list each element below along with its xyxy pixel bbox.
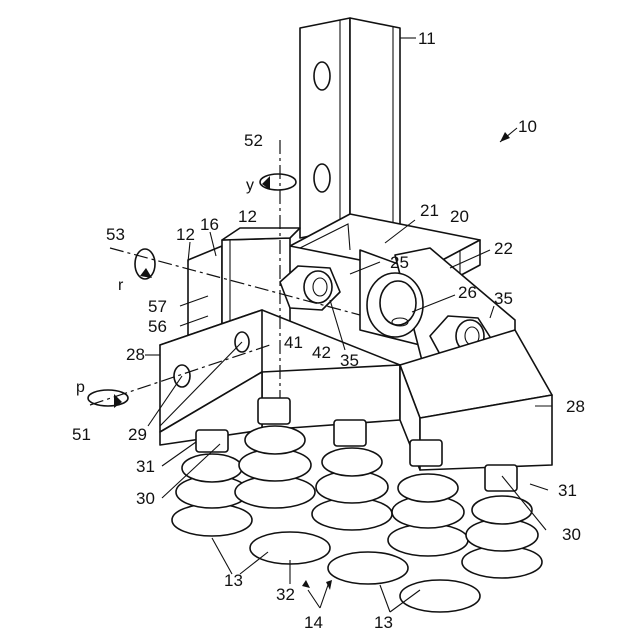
label-31-right: 31 xyxy=(558,481,577,500)
label-22: 22 xyxy=(494,239,513,258)
label-10: 10 xyxy=(518,117,537,136)
label-29: 29 xyxy=(128,425,147,444)
label-12-right: 12 xyxy=(238,207,257,226)
label-11: 11 xyxy=(418,29,436,48)
label-y: y xyxy=(246,177,254,194)
label-20: 20 xyxy=(450,207,469,226)
label-21: 21 xyxy=(420,201,439,220)
label-56: 56 xyxy=(148,317,167,336)
label-42: 42 xyxy=(312,343,331,362)
label-28-right: 28 xyxy=(566,397,585,416)
label-35-right: 35 xyxy=(494,289,513,308)
label-p: p xyxy=(76,379,85,396)
label-14: 14 xyxy=(304,613,323,632)
label-25: 25 xyxy=(390,253,409,272)
vertical-column xyxy=(300,18,400,238)
label-12-left: 12 xyxy=(176,225,195,244)
label-52: 52 xyxy=(244,131,263,150)
label-26: 26 xyxy=(458,283,477,302)
label-31-left: 31 xyxy=(136,457,155,476)
label-35-left: 35 xyxy=(340,351,359,370)
label-13-right: 13 xyxy=(374,613,393,632)
label-30-left: 30 xyxy=(136,489,155,508)
label-53: 53 xyxy=(106,225,125,244)
label-57: 57 xyxy=(148,297,167,316)
label-28-left: 28 xyxy=(126,345,145,364)
label-30-right: 30 xyxy=(562,525,581,544)
label-32: 32 xyxy=(276,585,295,604)
label-41: 41 xyxy=(284,333,303,352)
label-13-left: 13 xyxy=(224,571,243,590)
label-51: 51 xyxy=(72,425,91,444)
label-16: 16 xyxy=(200,215,219,234)
pivot-disk xyxy=(367,273,423,337)
label-r: r xyxy=(118,277,124,294)
